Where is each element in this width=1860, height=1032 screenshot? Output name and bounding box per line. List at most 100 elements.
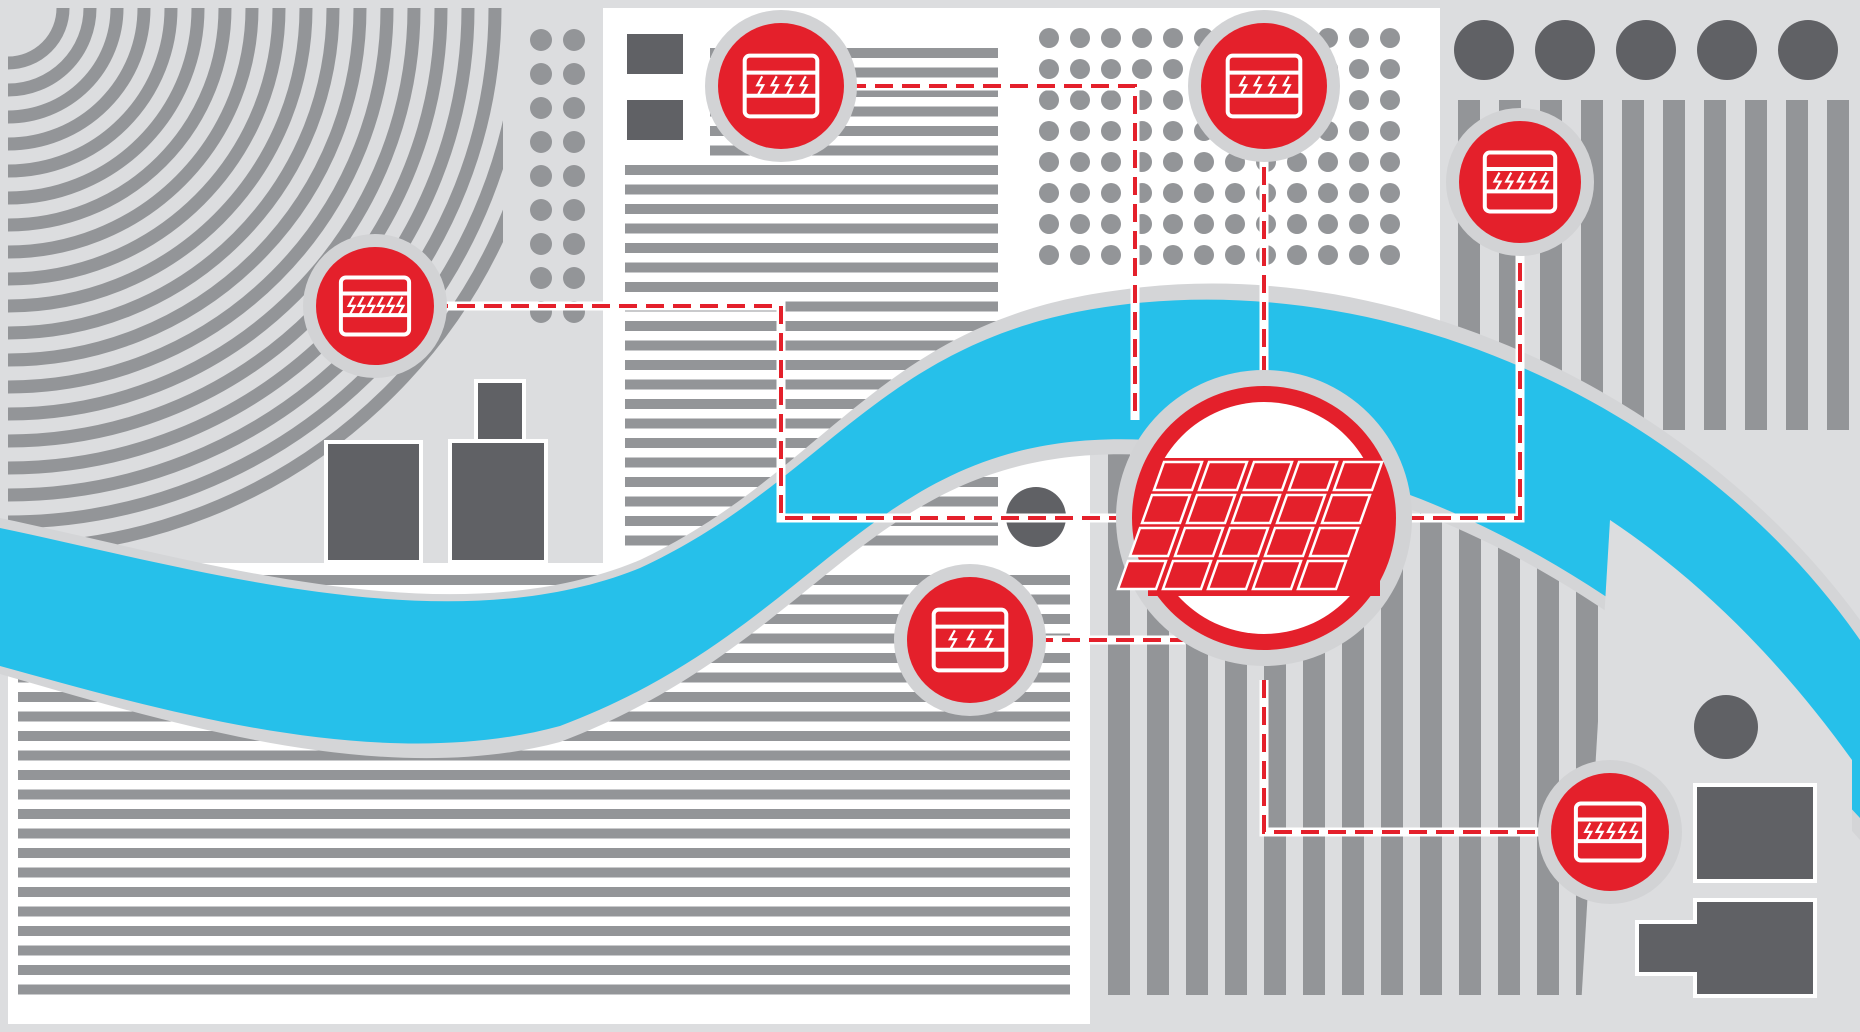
pattern-circle — [1778, 20, 1838, 80]
solar-cell — [1206, 559, 1258, 591]
pattern-dot — [1132, 28, 1152, 48]
battery-body — [1225, 53, 1303, 119]
pattern-dot — [1380, 214, 1400, 234]
battery-storage-icon — [338, 275, 412, 337]
pattern-line — [625, 262, 998, 273]
pattern-line — [710, 145, 998, 156]
battery-unit-1[interactable] — [705, 10, 857, 162]
battery-unit-4[interactable] — [303, 234, 447, 378]
solar-cell — [1173, 526, 1225, 558]
battery-body — [338, 275, 412, 337]
charge-bolt — [1281, 75, 1292, 95]
pattern-dot — [1039, 183, 1059, 203]
pattern-dot — [1070, 28, 1090, 48]
pattern-dot — [1101, 28, 1121, 48]
pattern-dot — [530, 63, 552, 85]
battery-unit-5[interactable] — [894, 564, 1046, 716]
pattern-dot — [1349, 28, 1369, 48]
pattern-bar — [1459, 440, 1481, 995]
pattern-dot — [1070, 245, 1090, 265]
pattern-dot — [1287, 245, 1307, 265]
pattern-dot — [1101, 121, 1121, 141]
pattern-line — [18, 828, 1070, 839]
pattern-dot — [1163, 152, 1183, 172]
solar-cell — [1140, 493, 1192, 525]
pattern-dot — [1349, 214, 1369, 234]
pattern-line — [625, 282, 998, 292]
pattern-dot — [563, 29, 585, 51]
pattern-dot — [1039, 59, 1059, 79]
river-water — [0, 299, 1860, 818]
pattern-dot — [563, 233, 585, 255]
pattern-dot — [1318, 245, 1338, 265]
pattern-dot — [563, 267, 585, 289]
pattern-line — [18, 945, 1070, 956]
pattern-bar — [1420, 440, 1442, 995]
circle-row-pattern — [1454, 20, 1838, 80]
battery-storage-icon — [1482, 150, 1558, 214]
battery-unit-6[interactable] — [1538, 760, 1682, 904]
connection-line — [430, 304, 1133, 520]
charge-bolt — [346, 296, 357, 316]
charge-bolt — [1516, 172, 1526, 192]
charge-bolt — [1628, 822, 1639, 842]
pattern-circle — [1535, 20, 1595, 80]
pattern-line — [710, 126, 998, 136]
pattern-dot — [1287, 214, 1307, 234]
solar-cell — [1230, 493, 1282, 525]
pattern-dot — [1039, 152, 1059, 172]
solar-cell — [1161, 559, 1213, 591]
charge-bolt — [1238, 75, 1249, 95]
pattern-dot — [1039, 121, 1059, 141]
pattern-dot — [1380, 245, 1400, 265]
charge-bolt — [947, 629, 958, 649]
small-block — [627, 100, 683, 140]
solar-cell — [1218, 526, 1270, 558]
pattern-dot — [1132, 59, 1152, 79]
round-structure — [1694, 695, 1758, 759]
battery-nodes — [303, 10, 1682, 904]
charge-bolt — [798, 75, 809, 95]
solar-cell — [1275, 493, 1327, 525]
connection-line — [1262, 680, 1548, 834]
pattern-dot — [1101, 152, 1121, 172]
pattern-dot — [1318, 214, 1338, 234]
pattern-dot — [1349, 90, 1369, 110]
pattern-dot — [1318, 183, 1338, 203]
pattern-line — [625, 379, 998, 390]
connection-line — [1390, 182, 1522, 520]
charge-bolt — [366, 296, 376, 316]
pattern-line — [18, 809, 1070, 819]
district-top-left — [8, 8, 603, 564]
pattern-dot — [1380, 183, 1400, 203]
solar-cell — [1185, 493, 1237, 525]
solar-panel-hub[interactable] — [1116, 370, 1412, 666]
pattern-line — [625, 204, 998, 214]
solar-cell — [1296, 559, 1348, 591]
pattern-dot — [530, 233, 552, 255]
charge-bolt — [1606, 822, 1616, 842]
pattern-line — [710, 106, 998, 117]
charge-bolt — [966, 629, 976, 649]
charge-bolt — [1252, 75, 1263, 95]
pattern-dot — [1349, 59, 1369, 79]
pattern-dot — [1101, 183, 1121, 203]
battery-unit-2[interactable] — [1188, 10, 1340, 162]
pattern-dot — [1039, 245, 1059, 265]
pattern-dot — [1349, 183, 1369, 203]
pattern-line — [18, 887, 1070, 897]
pattern-dot — [1349, 121, 1369, 141]
pattern-line — [625, 399, 998, 409]
solar-cell — [1242, 460, 1294, 492]
pattern-line — [18, 926, 1070, 936]
pattern-circle — [1454, 20, 1514, 80]
pattern-line — [18, 848, 1070, 858]
pattern-dot — [1101, 90, 1121, 110]
pattern-dot — [1287, 152, 1307, 172]
pattern-line — [625, 360, 998, 370]
battery-unit-3[interactable] — [1446, 108, 1594, 256]
solar-cell — [1320, 493, 1372, 525]
pattern-dot — [563, 63, 585, 85]
pattern-dot — [1225, 183, 1245, 203]
